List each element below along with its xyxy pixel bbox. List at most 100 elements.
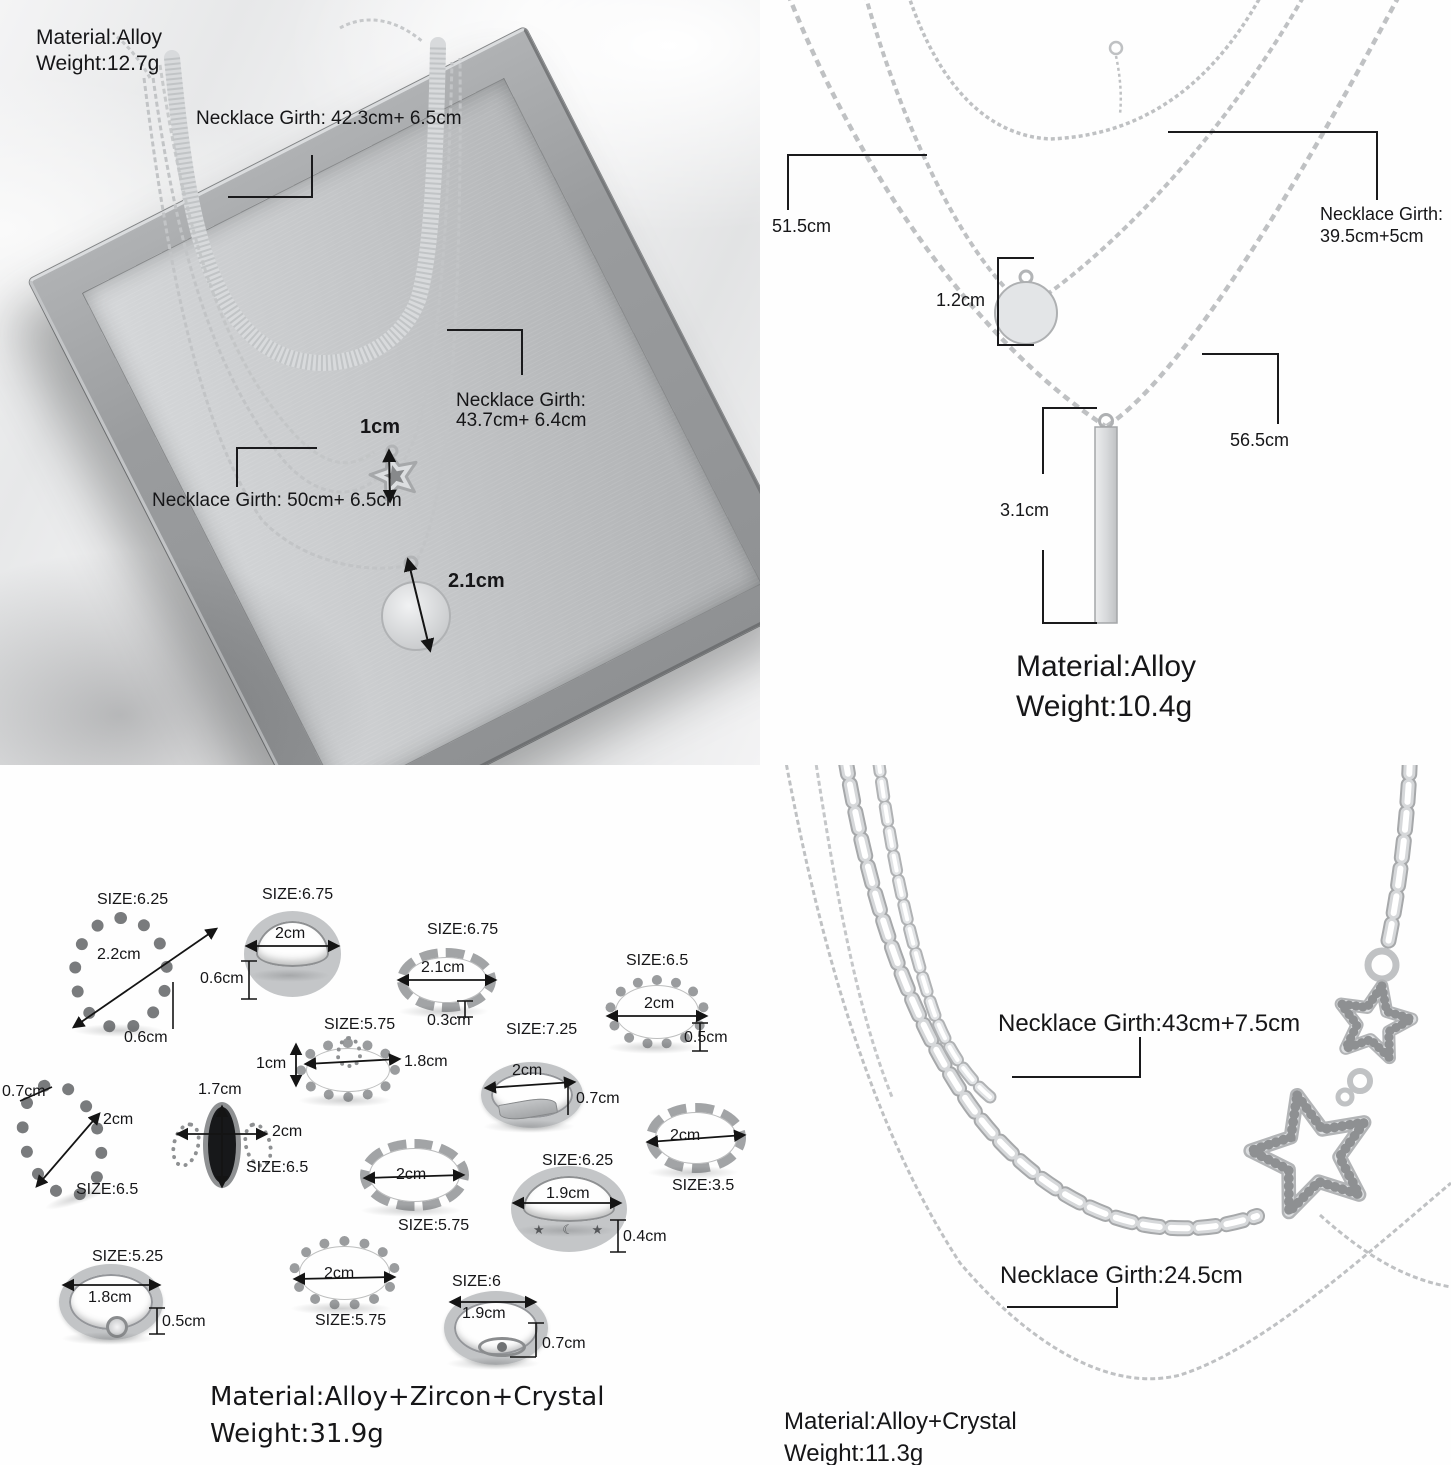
- bracket-bar-bottom: [1042, 550, 1097, 624]
- ring-dim-label: 0.5cm: [162, 1313, 206, 1330]
- quadrant-necklace-bar-diagram: 51.5cm Necklace Girth: 39.5cm+5cm 1.2cm …: [760, 0, 1451, 765]
- ring-dim-label: 2cm: [272, 1123, 303, 1140]
- weight-label: Weight:12.7g: [36, 52, 160, 75]
- ring-dim-label: 1cm: [256, 1055, 287, 1072]
- ring-dim-label: 1.9cm: [462, 1305, 506, 1322]
- bracket-bar-top: [1042, 407, 1097, 474]
- girth-star-label-line1: Necklace Girth:: [456, 390, 586, 411]
- ring-dim-label: 2cm: [644, 995, 675, 1012]
- girth-star-label-line2: 43.7cm+ 6.4cm: [456, 410, 587, 431]
- clasp-ring: [1108, 40, 1124, 56]
- disc-size-label: 2.1cm: [448, 570, 505, 592]
- quadrant-star-chain-necklace: Necklace Girth:43cm+7.5cm Necklace Girth…: [760, 765, 1451, 1465]
- connector-ring: [1364, 947, 1400, 983]
- ring-size-label: SIZE:6.5: [246, 1159, 309, 1176]
- ring-measurement-arrows: [19, 927, 747, 1358]
- rhinestone-star-large: [1238, 1082, 1375, 1224]
- ring-dim-label: 0.6cm: [200, 970, 244, 987]
- material-label: Material:Alloy: [1016, 650, 1197, 683]
- ring-dim-label: 0.4cm: [623, 1228, 667, 1245]
- necklace-graphic-layered: [115, 18, 523, 653]
- star-size-label: 1cm: [360, 416, 401, 438]
- connector-ring: [1335, 1087, 1355, 1107]
- herringbone-chain: [164, 37, 446, 371]
- chunky-chain-right: [1380, 765, 1418, 951]
- ring-size-label: SIZE:6.5: [626, 952, 689, 969]
- ring-size-label: SIZE:5.25: [92, 1248, 164, 1265]
- ring-dim-label: 2cm: [396, 1166, 427, 1183]
- necklace-graphic-stars: [784, 765, 1451, 1381]
- length-outer-label: 56.5cm: [1230, 430, 1290, 450]
- ring-dim-label: 2cm: [103, 1111, 134, 1128]
- necklace-graphic-bar: [787, 0, 1400, 624]
- ring-size-label: SIZE:6.75: [427, 921, 499, 938]
- material-label: Material:Alloy: [36, 26, 163, 49]
- girth-short-label: Necklace Girth:24.5cm: [1000, 1262, 1243, 1289]
- outer-chain-left: [788, 0, 1107, 428]
- leader-girth-star: [447, 329, 523, 375]
- ring-dim-label: 0.7cm: [542, 1335, 586, 1352]
- extender-chain: [1114, 55, 1123, 115]
- quadrant-necklace-box-photo: Material:Alloy Weight:12.7g Necklace Gir…: [0, 0, 760, 765]
- ring-size-label: SIZE:6.75: [262, 886, 334, 903]
- fine-chain-short: [814, 765, 894, 1098]
- ring-dim-label: 0.7cm: [576, 1090, 620, 1107]
- ring-dim-label: 2cm: [324, 1265, 355, 1282]
- bar-pendant: [1094, 426, 1118, 624]
- bar-size-label: 3.1cm: [1000, 500, 1050, 520]
- ring-solitaire: [59, 1264, 163, 1345]
- leader-length-mid: [787, 154, 927, 210]
- ring-size-label: SIZE:5.75: [315, 1312, 387, 1329]
- rhinestone-star-small: [1330, 974, 1424, 1069]
- ring-size-label: SIZE:7.25: [506, 1021, 578, 1038]
- fine-chain-drop: [1318, 1213, 1451, 1289]
- ring-dim-label: 2cm: [275, 925, 306, 942]
- ring-dim-label: 1.9cm: [546, 1185, 590, 1202]
- length-mid-label: 51.5cm: [772, 216, 832, 236]
- ring-dim-label: 0.7cm: [2, 1083, 46, 1100]
- chain-tail: [339, 18, 424, 44]
- star-chain-right: [402, 61, 454, 461]
- disc-chain-right: [415, 57, 462, 561]
- disc-pendant: [994, 281, 1058, 345]
- leader-girth-short: [1007, 1287, 1118, 1308]
- ring-dim-label: 1.8cm: [404, 1053, 448, 1070]
- leader-girth-long: [1012, 1037, 1141, 1078]
- weight-label: Weight:10.4g: [1016, 690, 1193, 723]
- weight-label: Weight:11.3g: [784, 1440, 924, 1465]
- middle-chain-left: [864, 0, 1026, 308]
- girth-disc-label: Necklace Girth: 50cm+ 6.5cm: [152, 490, 402, 511]
- leader-girth-herringbone: [228, 155, 313, 198]
- ring-dim-label: 2.1cm: [421, 959, 465, 976]
- leader-length-outer: [1202, 353, 1279, 424]
- star-chain-left: [150, 69, 390, 494]
- leader-girth-disc: [236, 447, 317, 487]
- outer-chain-right: [1105, 0, 1400, 428]
- material-label: Material:Alloy+Zircon+Crystal: [210, 1382, 605, 1412]
- disc-bail-ring: [403, 555, 419, 571]
- girth-label-line1: Necklace Girth:: [1320, 204, 1444, 224]
- material-label: Material:Alloy+Crystal: [784, 1408, 1017, 1435]
- ring-dim-label: 1.8cm: [88, 1289, 132, 1306]
- girth-long-label: Necklace Girth:43cm+7.5cm: [998, 1010, 1301, 1037]
- cable-chain-strand: [158, 64, 375, 465]
- eye-icon: [478, 1337, 526, 1357]
- middle-chain-right: [1028, 0, 1304, 308]
- chunky-chain-left: [838, 765, 1265, 1237]
- ring-size-label: SIZE:5.75: [398, 1217, 470, 1234]
- fine-chain-long: [784, 765, 1451, 1381]
- ring-dim-label: 0.5cm: [684, 1029, 728, 1046]
- eye-pupil-icon: [497, 1342, 507, 1352]
- weight-label: Weight:31.9g: [210, 1419, 384, 1449]
- ring-leaf: [481, 1062, 583, 1133]
- girth-herringbone-label: Necklace Girth: 42.3cm+ 6.5cm: [196, 108, 462, 129]
- ring-size-label: SIZE:5.75: [324, 1016, 396, 1033]
- quadrant-ring-set: ★ ☾ ★: [0, 765, 760, 1465]
- leader-girth: [1168, 131, 1378, 200]
- connector-ring: [1347, 1068, 1373, 1094]
- ring-dim-label: 2.2cm: [97, 946, 141, 963]
- ring-dim-label: 2cm: [512, 1062, 543, 1079]
- ring-size-label: SIZE:3.5: [672, 1177, 735, 1194]
- disc-size-label: 1.2cm: [936, 290, 986, 310]
